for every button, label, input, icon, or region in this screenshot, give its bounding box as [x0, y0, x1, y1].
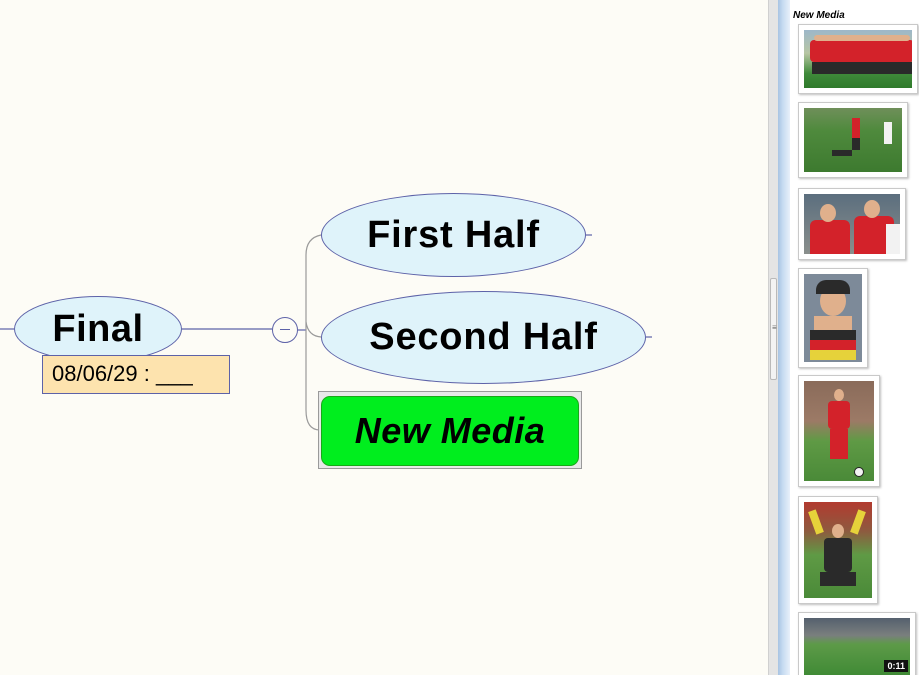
stadium-video-thumbnail[interactable]: 0:11 [798, 612, 916, 675]
fan-with-flag-image[interactable] [798, 268, 868, 368]
player-dribbling-image[interactable] [798, 375, 880, 487]
match-action-image[interactable] [798, 102, 908, 178]
team-photo-image[interactable] [798, 24, 918, 94]
pane-splitter[interactable]: ≡ [768, 0, 778, 675]
subtopic-first-half[interactable]: First Half [321, 193, 586, 277]
media-pane[interactable]: New Media [790, 0, 919, 675]
grip-icon: ≡ [772, 323, 777, 332]
video-duration: 0:11 [884, 660, 908, 672]
central-topic-final[interactable]: Final [14, 296, 182, 362]
subtopic-new-media[interactable]: New Media [321, 396, 579, 466]
connector-lines [0, 234, 652, 431]
pane-border [778, 0, 790, 675]
new-media-selection-frame: New Media [318, 391, 582, 469]
subtopic-second-half[interactable]: Second Half [321, 291, 646, 384]
mindmap-canvas[interactable]: Final 08/06/29 : ___ First Half Second H… [0, 0, 768, 675]
goalkeeper-celebrating-image[interactable] [798, 496, 878, 604]
media-pane-title: New Media [793, 10, 845, 21]
date-note[interactable]: 08/06/29 : ___ [42, 355, 230, 394]
players-celebrating-image[interactable] [798, 188, 906, 260]
splitter-handle[interactable]: ≡ [770, 278, 777, 380]
minus-circle-icon[interactable] [272, 317, 298, 343]
